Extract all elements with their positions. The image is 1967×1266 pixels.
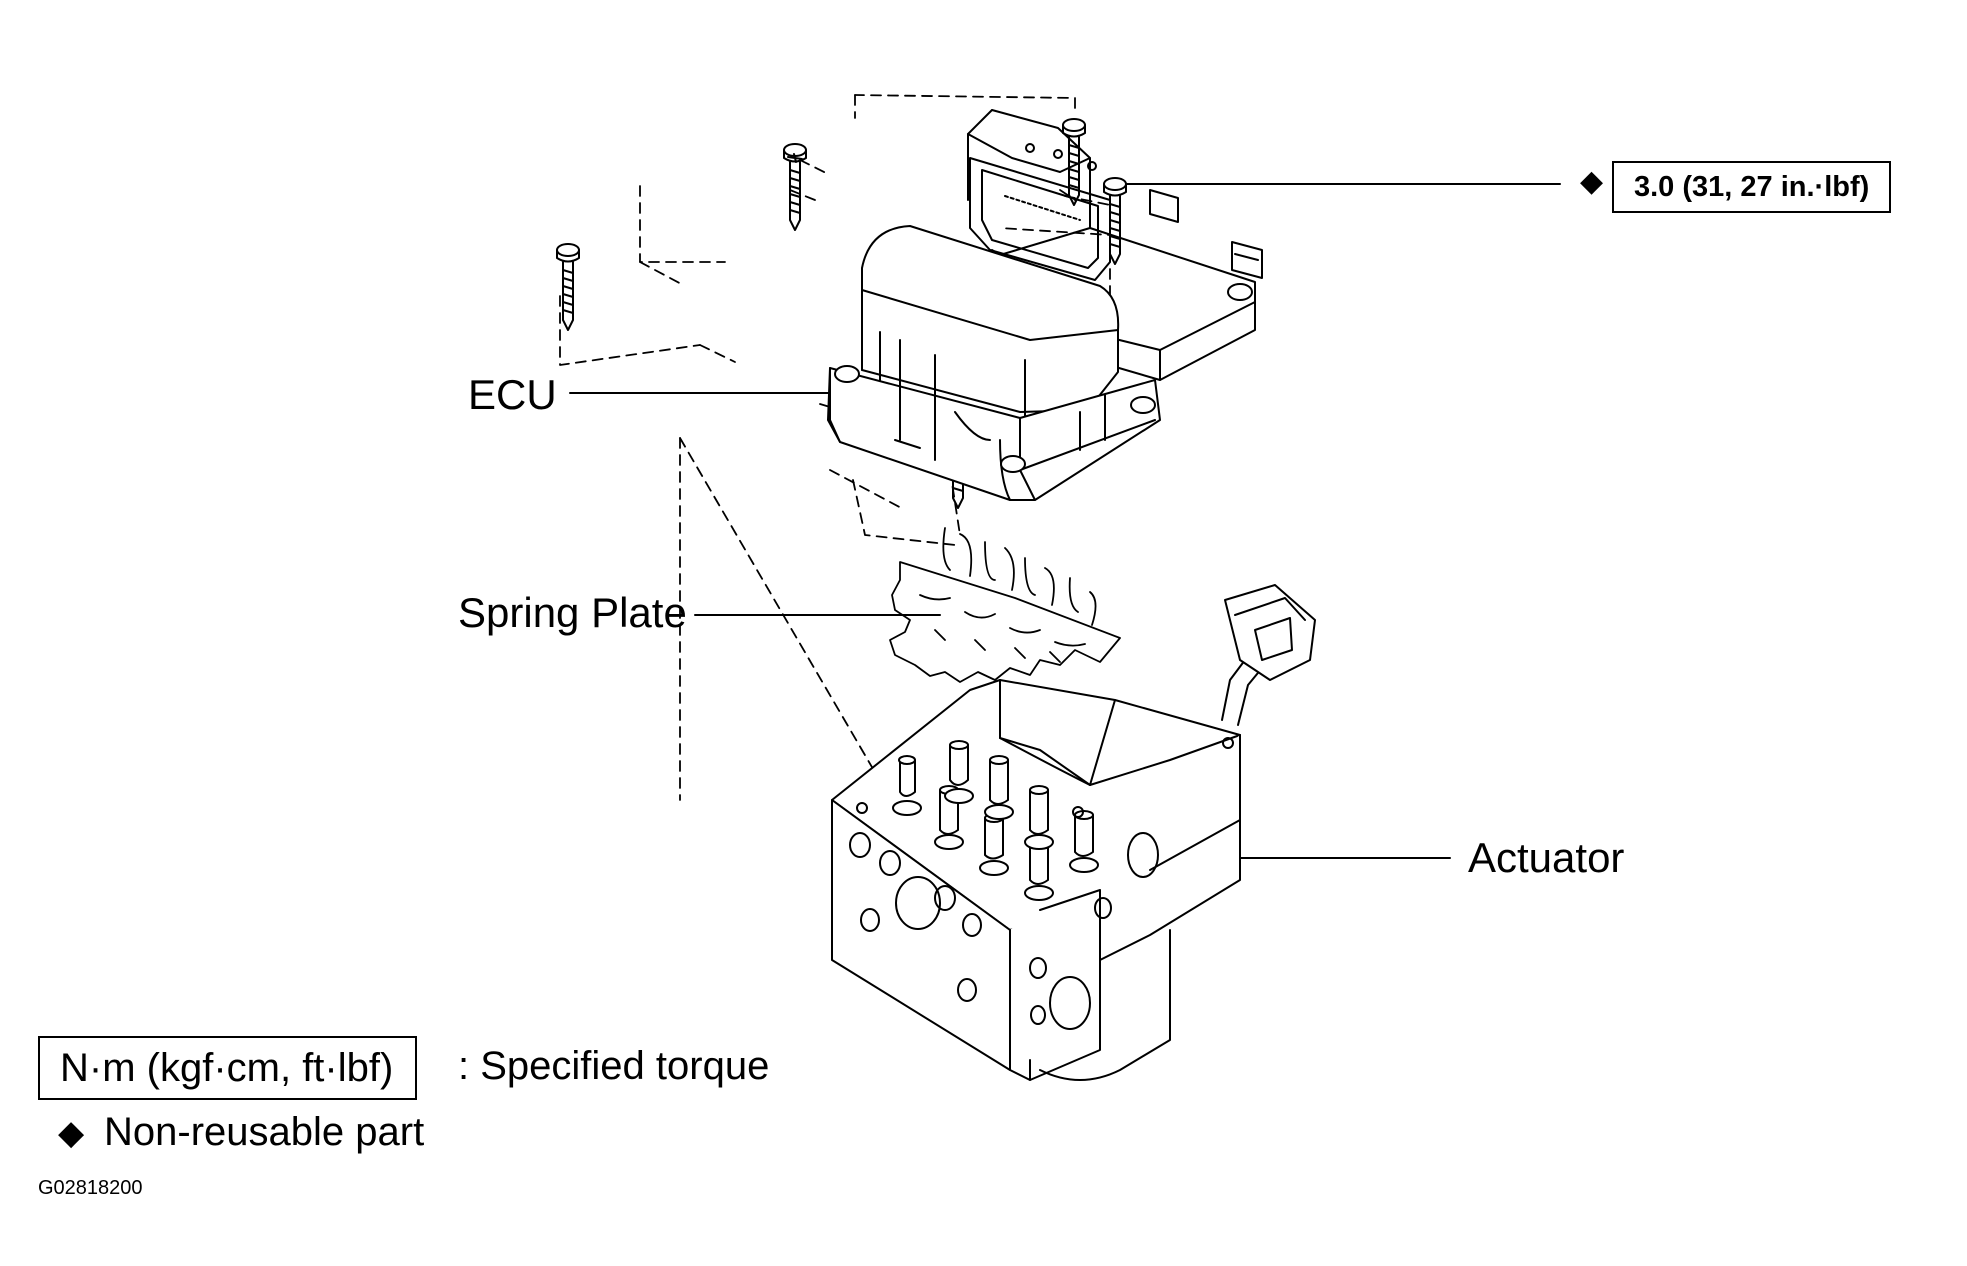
- specified-torque-label: : Specified torque: [458, 1044, 770, 1088]
- screw: [787, 153, 803, 163]
- non-reusable-diamond-icon: ◆: [1580, 165, 1604, 198]
- legend-diamond-icon: ◆: [58, 1114, 85, 1152]
- actuator-drawing: [831, 584, 1316, 1081]
- non-reusable-part-label: Non-reusable part: [104, 1110, 425, 1154]
- screw: [556, 243, 580, 331]
- ecu-label: ECU: [468, 371, 557, 418]
- spring-plate-drawing: [889, 527, 1121, 683]
- screw: [1062, 118, 1086, 206]
- ecu-cover: [827, 225, 1253, 501]
- actuator-ports: [892, 740, 1099, 901]
- torque-spec-box: 3.0 (31, 27 in.·lbf): [1612, 161, 1892, 214]
- spring-plate-label: Spring Plate: [458, 589, 687, 636]
- figure-code: G02818200: [38, 1177, 143, 1199]
- torque-unit-legend-box: N·m (kgf·cm, ft·lbf): [38, 1036, 418, 1100]
- actuator-label: Actuator: [1468, 834, 1625, 881]
- screw: [1103, 177, 1127, 265]
